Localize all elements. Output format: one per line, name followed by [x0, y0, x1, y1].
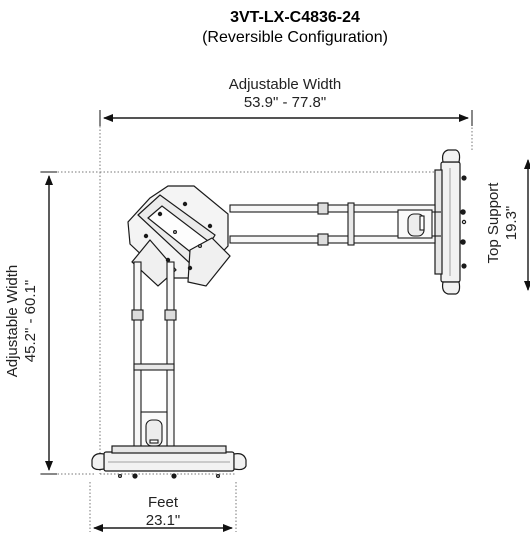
corner-bracket: [127, 185, 231, 287]
right-foot: [434, 149, 467, 295]
top-width-title: Adjustable Width: [228, 76, 342, 93]
top-support-value: 19.3": [503, 205, 520, 241]
top-width-label: Adjustable Width 53.9" - 77.8": [185, 76, 385, 112]
bottom-foot: [91, 445, 247, 479]
feet-label: Feet 23.1": [113, 494, 213, 530]
feet-title: Feet: [147, 494, 178, 511]
feet-value: 23.1": [145, 512, 181, 529]
top-support-title: Top Support: [485, 182, 502, 264]
side-beam: [131, 261, 177, 453]
side-width-value: 45.2" - 60.1": [22, 279, 39, 363]
diagram-title: 3VT-LX-C4836-24: [230, 9, 360, 26]
diagram-subtitle: (Reversible Configuration): [202, 29, 388, 46]
side-width-title: Adjustable Width: [4, 264, 21, 378]
top-width-value: 53.9" - 77.8": [243, 94, 327, 111]
top-beam: [229, 202, 466, 246]
top-support-label: Top Support 19.3": [485, 168, 521, 278]
side-width-label: Adjustable Width 45.2" - 60.1": [4, 231, 40, 411]
